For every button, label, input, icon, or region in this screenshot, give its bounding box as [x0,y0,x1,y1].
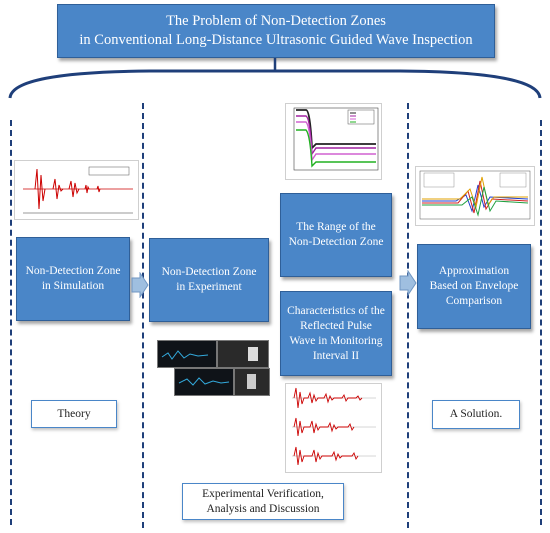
top-brace [8,58,542,99]
box-range-line1: The Range of the [296,221,376,233]
box-characteristics-line4: Interval II [312,349,360,362]
label-solution: A Solution. [432,400,520,429]
box-characteristics-line1: Characteristics of the [287,304,385,317]
box-experiment: Non-Detection Zone in Experiment [149,238,269,322]
experiment-photo-3 [174,368,234,396]
label-verification: Experimental Verification, Analysis and … [182,483,344,520]
box-approximation-line3: Comparison [445,295,503,307]
range-plot [285,103,382,180]
box-range-line2: Non-Detection Zone [288,236,384,248]
box-simulation: Non-Detection Zone in Simulation [16,237,130,321]
label-theory-text: Theory [57,407,91,420]
box-range: The Range of the Non-Detection Zone [280,193,392,277]
divider-experiment-solution [407,103,409,528]
box-characteristics-line3: Wave in Monitoring [289,334,383,347]
label-solution-text: A Solution. [449,408,503,420]
box-simulation-line2: in Simulation [41,280,105,292]
envelope-comparison-plot [415,166,535,226]
box-characteristics: Characteristics of the Reflected Pulse W… [280,291,392,376]
diagram-title: The Problem of Non-Detection Zones in Co… [57,4,495,58]
divider-right [540,120,542,525]
box-simulation-line1: Non-Detection Zone [25,265,121,277]
experiment-photo-1 [157,340,217,368]
reflected-pulse-plot [285,383,382,473]
box-experiment-line1: Non-Detection Zone [161,266,257,278]
simulation-waveform-plot [14,160,139,220]
arrow-right-icon-2 [399,270,417,296]
box-approximation-line1: Approximation [438,265,510,277]
divider-left [10,120,12,525]
title-line-2: in Conventional Long-Distance Ultrasonic… [79,32,473,48]
divider-theory-experiment [142,103,144,528]
experiment-photo-4 [234,368,270,396]
box-experiment-line2: in Experiment [176,281,242,293]
box-approximation: Approximation Based on Envelope Comparis… [417,244,531,329]
label-verification-line1: Experimental Verification, [202,487,324,500]
label-theory: Theory [31,400,117,428]
title-line-1: The Problem of Non-Detection Zones [166,13,386,29]
label-verification-line2: Analysis and Discussion [206,502,320,515]
box-approximation-line2: Based on Envelope [429,280,519,292]
box-characteristics-line2: Reflected Pulse [300,319,372,332]
arrow-right-icon [131,272,149,298]
experiment-photo-2 [217,340,269,368]
